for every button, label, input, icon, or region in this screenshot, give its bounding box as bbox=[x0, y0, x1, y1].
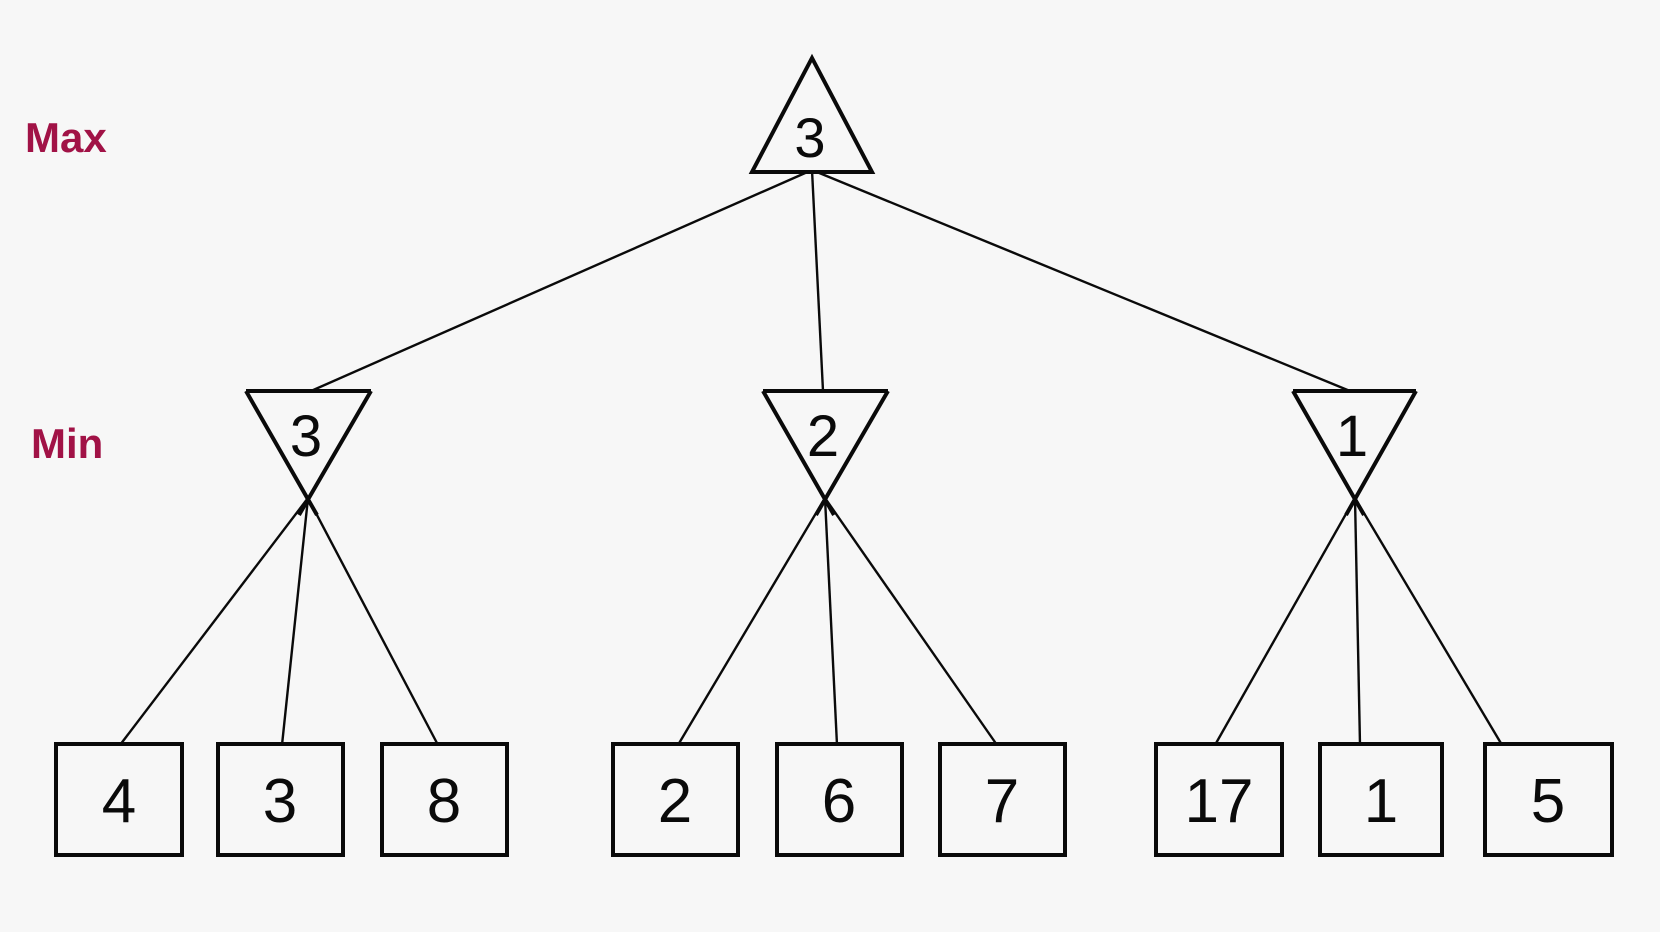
min-node-1-value: 3 bbox=[290, 404, 322, 469]
min-node-3: 1 bbox=[1291, 389, 1418, 516]
leaf-node-2: 3 bbox=[216, 742, 345, 857]
min-node-1: 3 bbox=[244, 389, 373, 517]
max-node-value: 3 bbox=[794, 106, 825, 169]
min-node-1-shape bbox=[244, 389, 373, 517]
edge-min3-leaf7 bbox=[1213, 497, 1357, 746]
min-node-2-fill bbox=[763, 391, 888, 499]
max-node-shape bbox=[748, 53, 876, 174]
min-node-1-fill bbox=[246, 391, 371, 499]
edge-min3-leaf9 bbox=[1353, 497, 1504, 746]
leaf-node-9-box bbox=[1483, 742, 1614, 857]
edge-root-min3 bbox=[811, 168, 1351, 393]
leaf-node-1-value: 4 bbox=[102, 767, 136, 836]
leaf-node-9: 5 bbox=[1483, 742, 1614, 857]
tree-edges bbox=[119, 168, 1504, 746]
leaf-nodes: 4 3 8 2 6 7 bbox=[54, 742, 1614, 857]
min-node-2-shape bbox=[761, 389, 890, 517]
leaf-node-3: 8 bbox=[380, 742, 509, 857]
leaf-node-7: 17 bbox=[1154, 742, 1284, 857]
edge-root-min1 bbox=[310, 168, 813, 393]
min-node-2: 2 bbox=[761, 389, 890, 517]
leaf-node-5-value: 6 bbox=[822, 767, 856, 836]
edge-min2-leaf4 bbox=[676, 497, 827, 746]
min-node-3-shape bbox=[1291, 389, 1418, 516]
edge-min3-leaf8 bbox=[1353, 497, 1362, 746]
leaf-node-6-value: 7 bbox=[985, 767, 1019, 836]
edge-min1-leaf3 bbox=[306, 497, 440, 746]
leaf-node-4: 2 bbox=[611, 742, 740, 857]
min-level-label: Min bbox=[31, 420, 103, 467]
leaf-node-3-box bbox=[380, 742, 509, 857]
max-level-label: Max bbox=[25, 114, 107, 161]
min-node-2-value: 2 bbox=[807, 404, 839, 469]
leaf-node-4-value: 2 bbox=[658, 767, 692, 836]
edge-root-min2 bbox=[810, 169, 825, 392]
edge-min2-leaf6 bbox=[824, 497, 998, 746]
leaf-node-9-value: 5 bbox=[1531, 767, 1565, 836]
leaf-node-7-value: 17 bbox=[1185, 767, 1254, 836]
leaf-node-2-value: 3 bbox=[263, 767, 297, 836]
leaf-node-8: 1 bbox=[1318, 742, 1444, 857]
leaf-node-5-box bbox=[775, 742, 904, 857]
leaf-node-4-box bbox=[611, 742, 740, 857]
edge-min1-leaf2 bbox=[280, 497, 310, 746]
leaf-node-7-box bbox=[1154, 742, 1284, 857]
leaf-node-5: 6 bbox=[775, 742, 904, 857]
edge-min1-leaf1 bbox=[119, 497, 309, 746]
leaf-node-6-box bbox=[938, 742, 1067, 857]
leaf-node-8-value: 1 bbox=[1364, 767, 1398, 836]
leaf-node-3-value: 8 bbox=[427, 767, 461, 836]
min-node-3-value: 1 bbox=[1336, 404, 1368, 469]
max-node: 3 bbox=[748, 53, 876, 174]
leaf-node-1-box bbox=[54, 742, 184, 857]
leaf-node-8-box bbox=[1318, 742, 1444, 857]
leaf-node-2-box bbox=[216, 742, 345, 857]
leaf-node-1: 4 bbox=[54, 742, 184, 857]
leaf-node-6: 7 bbox=[938, 742, 1067, 857]
edge-min2-leaf5 bbox=[823, 497, 839, 746]
min-node-3-fill bbox=[1293, 391, 1416, 499]
